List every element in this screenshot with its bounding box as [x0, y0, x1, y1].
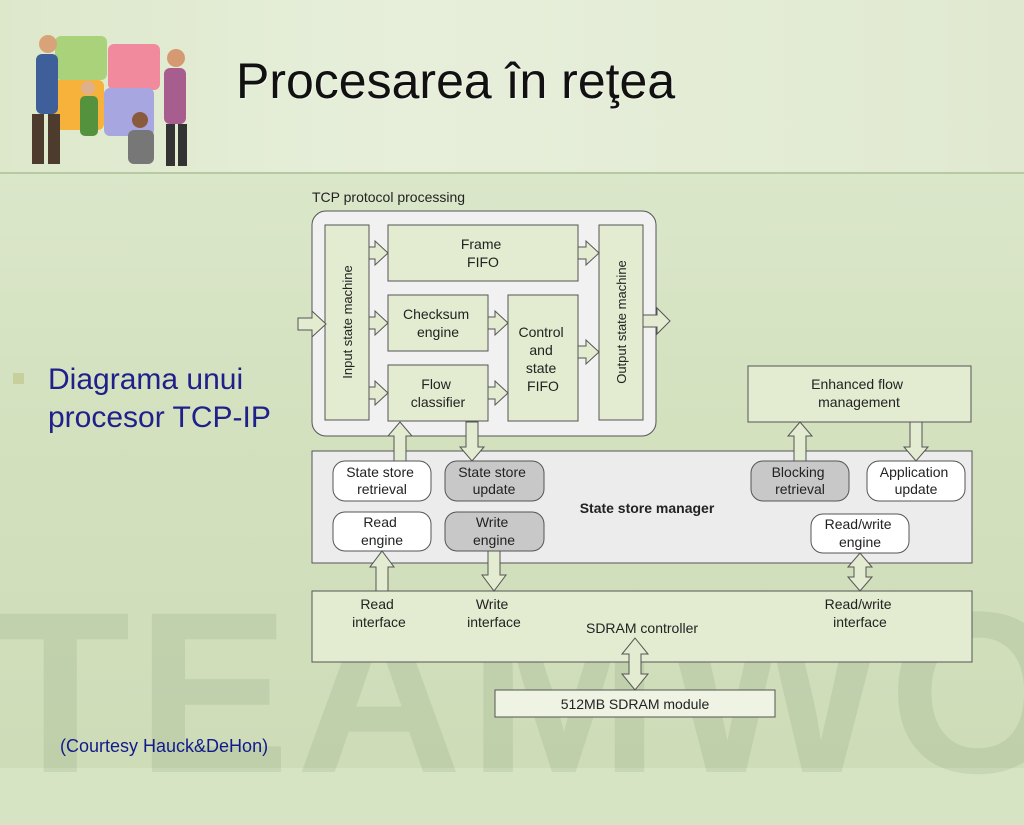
arrow-sdram-bidirectional — [620, 637, 650, 691]
blocking-retrieval-label: Blocking retrieval — [772, 464, 829, 497]
arrow-to-frame-fifo — [368, 239, 389, 267]
input-state-machine-label: Input state machine — [340, 265, 355, 378]
arrow-retrieval-up — [386, 421, 414, 462]
frame-fifo-block — [387, 224, 579, 282]
tcp-processor-diagram: TCP protocol processing Input state mach… — [297, 189, 973, 718]
application-update-label: Application update — [880, 464, 952, 497]
sdram-module-label: 512MB SDRAM module — [561, 696, 710, 712]
control-state-fifo-block — [507, 294, 579, 422]
flow-classifier-label: Flow classifier — [411, 376, 466, 410]
arrow-read-write-bidirectional — [846, 552, 874, 592]
bullet-text: Diagrama unui procesor TCP-IP — [48, 363, 271, 434]
bullet-marker — [13, 373, 24, 384]
arrow-checksum-to-control — [487, 309, 509, 337]
arrow-flow-to-control — [487, 379, 509, 407]
state-store-update-block — [444, 460, 545, 502]
section-label: TCP protocol processing — [312, 189, 465, 205]
output-state-machine-block — [598, 224, 644, 421]
control-state-fifo-label: Control and state FIFO — [518, 324, 567, 394]
output-state-machine-label: Output state machine — [614, 260, 629, 384]
sdram-module-block — [494, 689, 776, 718]
enhanced-flow-management-block — [747, 365, 972, 423]
write-interface-label: Write interface — [467, 596, 521, 630]
read-write-interface-label: Read/write interface — [825, 596, 896, 630]
read-engine-label: Read engine — [361, 514, 403, 548]
arrow-output — [642, 306, 671, 336]
arrow-to-flow-classifier — [368, 379, 389, 407]
sdram-controller-label: SDRAM controller — [586, 620, 698, 636]
flow-classifier-block — [387, 364, 489, 422]
slide-title: Procesarea în reţea — [236, 53, 676, 109]
read-interface-label: Read interface — [352, 596, 406, 630]
checksum-engine-label: Checksum engine — [403, 306, 473, 340]
arrow-read-up — [369, 550, 395, 592]
read-write-engine-label: Read/write engine — [825, 516, 896, 550]
state-store-update-label: State store update — [458, 464, 530, 497]
frame-fifo-label: Frame FIFO — [461, 236, 505, 270]
arrow-input — [297, 309, 327, 339]
state-store-retrieval-label: State store retrieval — [346, 464, 418, 497]
write-engine-label: Write engine — [473, 514, 515, 548]
arrow-application-down — [902, 421, 930, 462]
arrow-control-to-output — [577, 338, 600, 366]
state-store-retrieval-block — [332, 460, 432, 502]
arrow-blocking-up — [786, 421, 814, 462]
arrow-write-down — [481, 550, 507, 592]
arrow-to-checksum — [368, 309, 389, 337]
enhanced-flow-management-label: Enhanced flow management — [811, 376, 907, 410]
arrow-frame-to-output — [577, 239, 600, 267]
teamwork-puzzle-logo — [32, 35, 187, 166]
checksum-engine-block — [387, 294, 489, 352]
arrow-update-down — [458, 421, 486, 462]
state-store-manager-label: State store manager — [580, 500, 715, 516]
credit-text: (Courtesy Hauck&DeHon) — [60, 736, 269, 756]
